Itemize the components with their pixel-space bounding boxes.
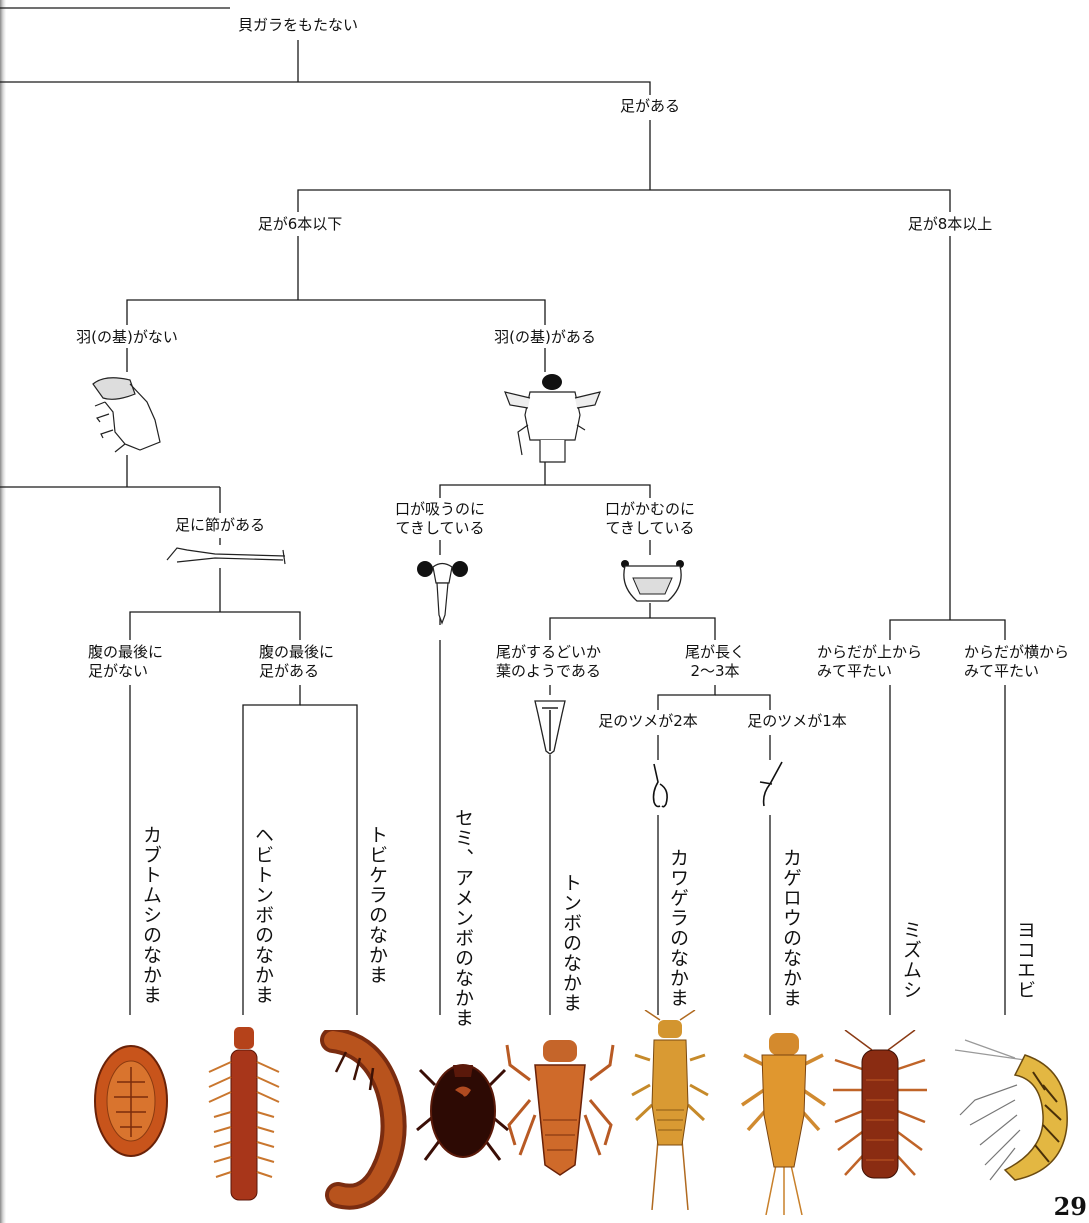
page-number: 29: [1054, 1192, 1087, 1221]
node-mouth-chewing-line2: てきしている: [605, 519, 695, 538]
node-flat-top-line1: からだが上から: [817, 643, 922, 662]
wingless-larva-sketch: [85, 372, 175, 457]
stonefly-larva-illustration: [630, 1010, 710, 1210]
one-claw-sketch: [752, 760, 787, 812]
group-stoneflies: カワゲラのなかま: [667, 848, 689, 1008]
group-cicadas-waterstriders: セミ、アメンボのなかま: [452, 808, 474, 1028]
sucking-mouth-sketch: [415, 555, 470, 625]
node-mouth-sucking-line1: 口が吸うのに: [395, 500, 485, 519]
node-legs-8-or-more: 足が8本以上: [906, 215, 995, 234]
dobsonfly-larva-illustration: [204, 1022, 284, 1207]
node-mouth-chewing: 口がかむのに てきしている: [603, 500, 697, 538]
group-dragonflies: トンボのなかま: [560, 873, 582, 1013]
node-mouth-chewing-line1: 口がかむのに: [605, 500, 695, 519]
node-tail-long-line1: 尾が長く: [685, 643, 745, 662]
dragonfly-larva-illustration: [505, 1035, 615, 1180]
node-mouth-sucking: 口が吸うのに てきしている: [393, 500, 487, 538]
node-flat-top-line2: みて平たい: [817, 662, 922, 681]
node-no-shell: 貝ガラをもたない: [236, 16, 360, 35]
group-amphipod: ヨコエビ: [1014, 920, 1036, 1000]
node-has-legs: 足がある: [618, 97, 682, 116]
amphipod-illustration: [945, 1030, 1075, 1190]
node-abdomen-no-legs-line2: 足がない: [88, 662, 163, 681]
group-dobsonflies: ヘビトンボのなかま: [252, 825, 274, 1005]
node-abdomen-no-legs: 腹の最後に 足がない: [86, 643, 165, 681]
node-abdomen-has-legs-line1: 腹の最後に: [259, 643, 334, 662]
beetle-larva-illustration: [92, 1042, 170, 1160]
node-abdomen-no-legs-line1: 腹の最後に: [88, 643, 163, 662]
node-abdomen-has-legs: 腹の最後に 足がある: [257, 643, 336, 681]
caddisfly-larva-illustration: [318, 1030, 413, 1210]
node-tail-leaf: 尾がするどいか 葉のようである: [494, 643, 603, 681]
group-beetles: カブトムシのなかま: [140, 825, 162, 1005]
chewing-mouth-sketch: [615, 556, 690, 608]
node-tail-leaf-line1: 尾がするどいか: [496, 643, 601, 662]
node-no-wing-buds: 羽(の基)がない: [74, 328, 180, 347]
node-legs-6-or-less: 足が6本以下: [256, 215, 345, 234]
node-abdomen-has-legs-line2: 足がある: [259, 662, 334, 681]
node-tail-long-line2: 2〜3本: [685, 662, 745, 681]
node-mouth-sucking-line2: てきしている: [395, 519, 485, 538]
group-water-sowbug: ミズムシ: [900, 920, 922, 1000]
node-flat-top: からだが上から みて平たい: [815, 643, 924, 681]
two-claws-sketch: [642, 762, 677, 812]
winged-larva-sketch: [500, 370, 605, 465]
node-has-wing-buds: 羽(の基)がある: [492, 328, 598, 347]
jointed-leg-sketch: [165, 540, 290, 572]
node-claws-one: 足のツメが1本: [745, 712, 849, 731]
leaf-tail-sketch: [530, 696, 570, 756]
group-caddisflies: トビケラのなかま: [366, 825, 388, 985]
node-flat-side-line2: みて平たい: [964, 662, 1069, 681]
node-tail-leaf-line2: 葉のようである: [496, 662, 601, 681]
mayfly-larva-illustration: [736, 1025, 831, 1215]
node-flat-side-line1: からだが横から: [964, 643, 1069, 662]
node-jointed-legs: 足に節がある: [173, 516, 267, 535]
node-flat-side: からだが横から みて平たい: [962, 643, 1071, 681]
water-bug-illustration: [415, 1045, 510, 1165]
water-sowbug-illustration: [830, 1030, 930, 1200]
group-mayflies: カゲロウのなかま: [780, 848, 802, 1008]
node-claws-two: 足のツメが2本: [596, 712, 700, 731]
node-tail-long: 尾が長く 2〜3本: [683, 643, 747, 681]
